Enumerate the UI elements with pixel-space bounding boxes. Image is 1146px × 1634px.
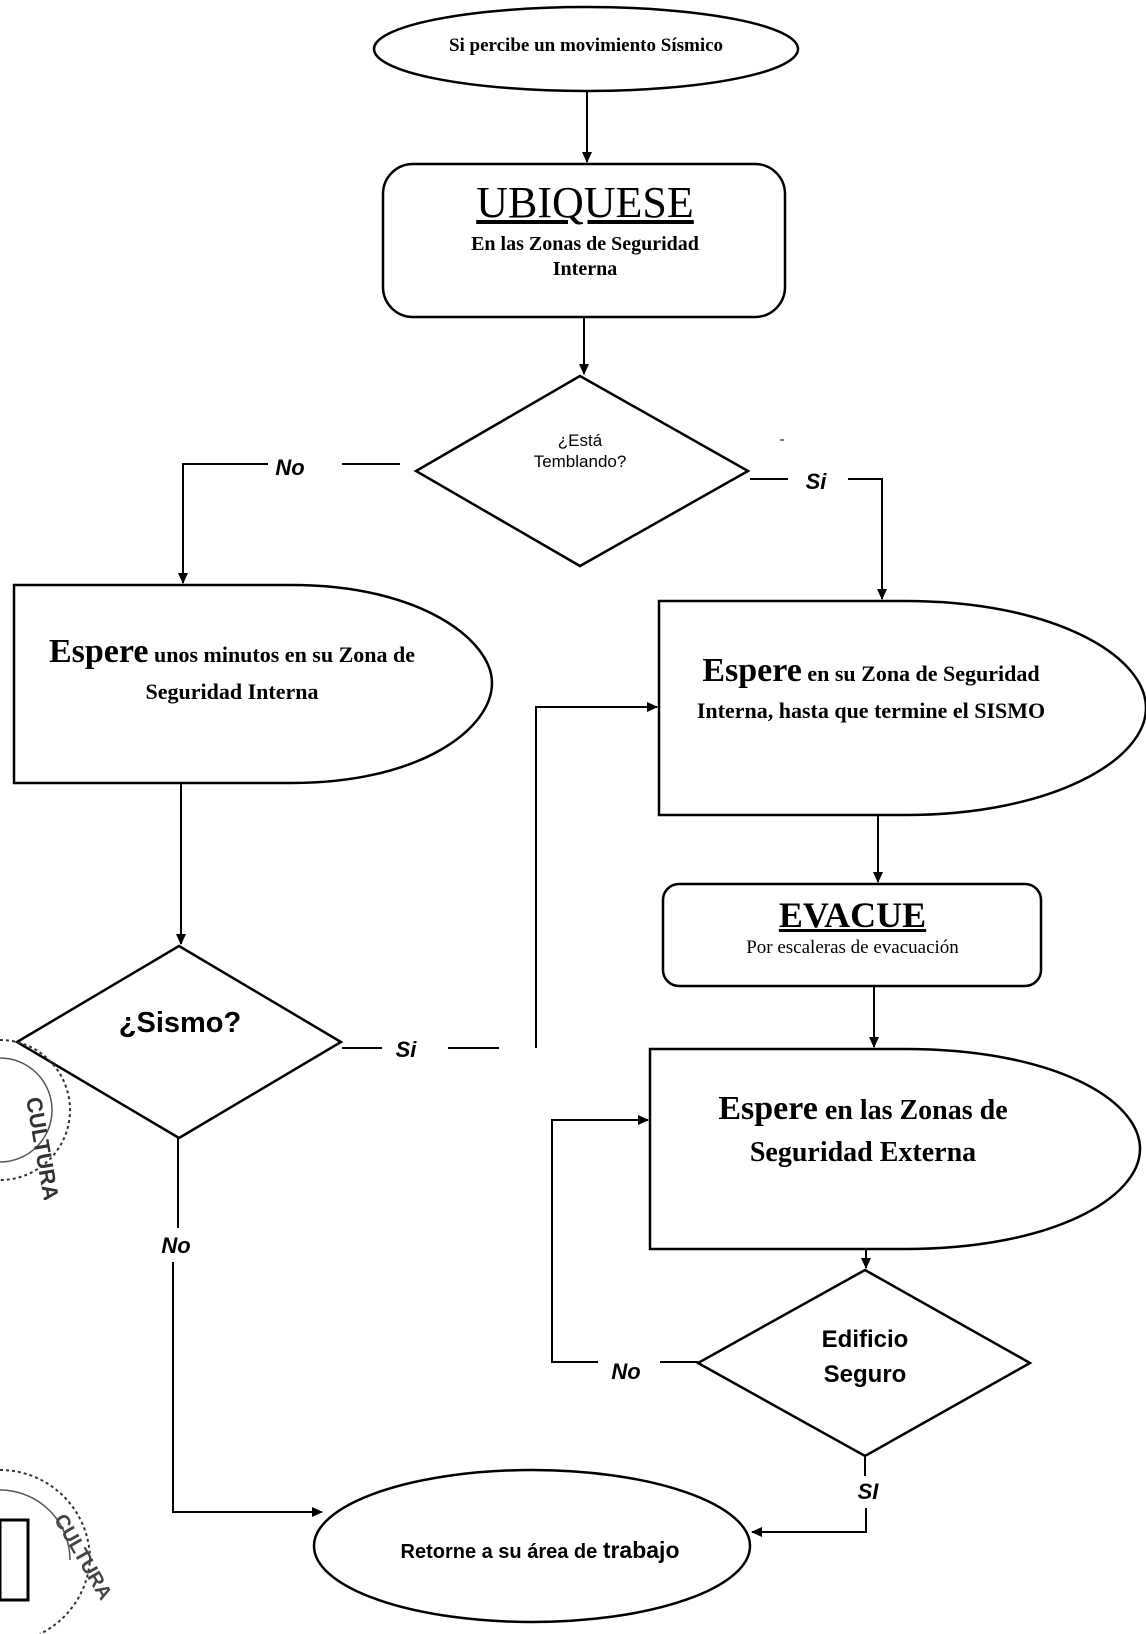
espere-minutos-label: Espere unos minutos en su Zona de Seguri… — [32, 627, 432, 708]
temblando-label: ¿Está Temblando? — [533, 431, 627, 472]
ubiquese-subtitle: En las Zonas de Seguridad Interna — [471, 233, 699, 281]
edge-label-sismo-no: No — [161, 1233, 191, 1258]
connector-sismo-si-loop — [535, 702, 658, 1048]
start-terminal — [372, 5, 800, 93]
connector-temblando-no — [178, 463, 268, 584]
espere-externa-text: en las Zonas de Seguridad Externa — [749, 1095, 1008, 1169]
evacue-label-group: EVACUE Por escaleras de evacuación — [680, 895, 1025, 959]
espere-externa-label: Espere en las Zonas de Seguridad Externa — [668, 1084, 1058, 1174]
retorne-emph: trabajo — [602, 1537, 680, 1563]
connector-edificio-no-loop — [551, 1115, 649, 1363]
sismo-label: ¿Sismo? — [118, 1007, 242, 1039]
temblando-decision-diamond — [413, 374, 751, 568]
stamp-bottom-seal: CULTURA — [0, 1469, 110, 1634]
retorne-label: Retorne a su área de trabajo — [360, 1536, 720, 1565]
espere-minutos-shape — [12, 583, 494, 785]
edificio-label: Edificio Seguro — [821, 1326, 909, 1388]
start-label: Si percibe un movimiento Sísmico — [448, 35, 724, 56]
stamp-top-text: CULTURA — [21, 1095, 64, 1200]
evacue-subtitle: Por escaleras de evacuación — [746, 936, 959, 958]
ubiquese-title: UBIQUESE — [476, 178, 694, 227]
connector-temblando-si — [848, 478, 887, 600]
espere-minutos-emph: Espere — [48, 633, 149, 670]
espere-sismo-label: Espere en su Zona de Seguridad Interna, … — [676, 646, 1066, 727]
connector-sismo-no-lower — [172, 1262, 323, 1517]
edge-label-edificio-si: SI — [857, 1479, 879, 1504]
edge-label-sismo-si: Si — [395, 1037, 417, 1062]
espere-externa-shape — [648, 1047, 1142, 1251]
connector-edificio-si-lower — [751, 1508, 867, 1537]
edge-label-edificio-no: No — [611, 1359, 641, 1384]
espere-externa-emph: Espere — [718, 1090, 818, 1127]
stamp-top-seal: CULTURA — [0, 1039, 72, 1200]
espere-sismo-text: en su Zona de Seguridad Interna, hasta q… — [696, 661, 1046, 724]
evacue-title: EVACUE — [778, 895, 927, 935]
espere-sismo-emph: Espere — [702, 652, 802, 689]
retorne-terminal — [312, 1468, 752, 1624]
edge-label-temblando-no: No — [275, 455, 305, 480]
ubiquese-label-group: UBIQUESE En las Zonas de Seguridad Inter… — [400, 178, 770, 282]
retorne-text: Retorne a su área de — [400, 1541, 598, 1563]
espere-minutos-text: unos minutos en su Zona de Seguridad Int… — [145, 642, 416, 705]
ubiquese-box — [381, 162, 787, 319]
edge-label-temblando-si: Si — [805, 469, 827, 494]
stamp-bottom-text: CULTURA — [49, 1511, 110, 1604]
evacue-box — [661, 882, 1043, 988]
